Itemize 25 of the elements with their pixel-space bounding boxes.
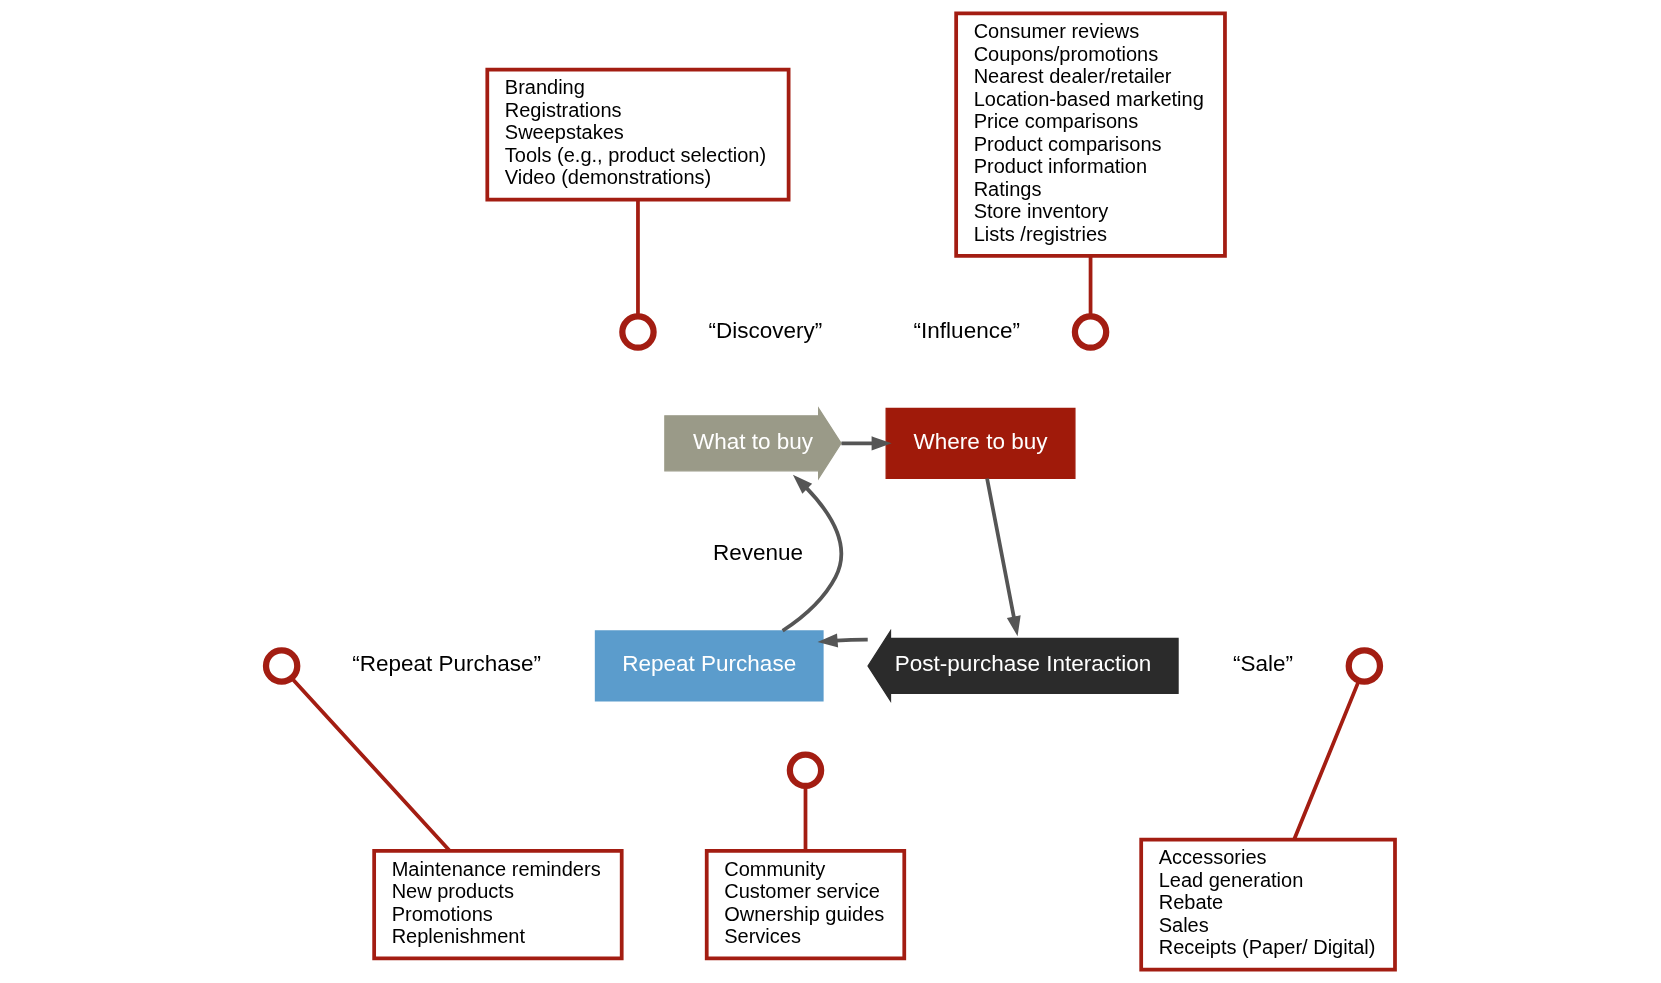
- connector: [1088, 256, 1093, 317]
- node-box: Maintenance reminders New products Promotions Replenishment: [372, 849, 624, 961]
- node-label: “Discovery”: [708, 317, 823, 343]
- node-box: Branding Registrations Sweepstakes Tools (e.g., product selection) Video (demonstrations): [485, 67, 791, 202]
- node-circle: [619, 313, 657, 351]
- node-box: Accessories Lead generation Rebate Sales Receipts (Paper/ Digital): [1139, 837, 1397, 972]
- connector: [1292, 680, 1361, 841]
- arrow: [841, 436, 892, 451]
- label: Revenue: [712, 540, 804, 566]
- arrow: [985, 478, 1021, 637]
- node-label: “Influence”: [913, 317, 1020, 343]
- node-box: Where to buy: [885, 407, 1076, 479]
- node-circle: [1345, 647, 1384, 685]
- node-box: Repeat Purchase: [594, 630, 824, 702]
- node-label: “Repeat Purchase”: [352, 651, 542, 677]
- node-circle: [262, 647, 301, 685]
- arrow: [817, 633, 868, 648]
- node-box: Community Customer service Ownership guides Services: [704, 849, 907, 961]
- node-circle: [786, 751, 825, 790]
- node-label: “Sale”: [1233, 651, 1294, 677]
- arrow: [781, 474, 843, 633]
- node-box: Consumer reviews Coupons/promotions Nearest dealer/retailer Location-based marketing Price comparisons Product comparisons Product information Ratings Store inventory Lists /registries: [954, 11, 1227, 258]
- connector: [636, 199, 640, 317]
- connector: [803, 786, 808, 851]
- node-circle: [1071, 313, 1110, 351]
